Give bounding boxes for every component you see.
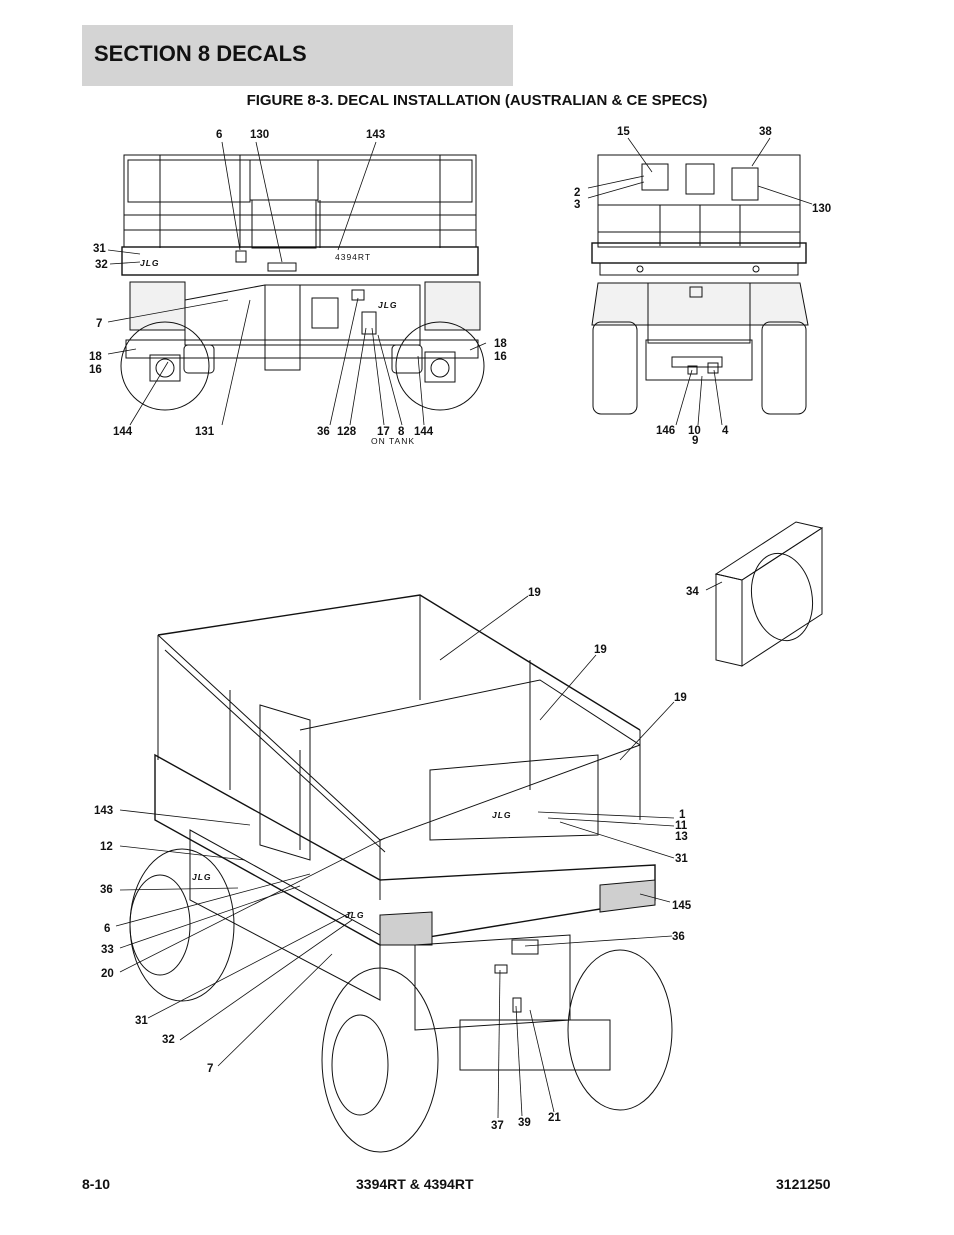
fan-shroud-drawing [714,521,824,667]
callout: 38 [759,126,772,138]
callout: 10 [688,425,701,437]
callout: 36 [100,884,113,896]
callout: 3 [574,199,580,211]
callout: 31 [93,243,106,255]
callout: 7 [207,1063,213,1075]
side-model-decal: 4394RT [335,252,371,262]
callout: 9 [692,435,698,447]
svg-text:JLG: JLG [140,258,160,268]
callout: 143 [366,129,385,141]
callout: 32 [95,259,108,271]
side-view-drawing: 4394RT JLG JLG [107,141,487,426]
callout: 31 [675,853,688,865]
svg-text:JLG: JLG [192,872,212,882]
callout: 31 [135,1015,148,1027]
callout: 6 [104,923,110,935]
rear-view-drawing [587,137,813,426]
callout: 128 [337,426,357,438]
svg-text:JLG: JLG [345,910,365,920]
callout: 19 [674,692,687,704]
isometric-view-drawing: JLG JLG JLG [115,581,723,1153]
svg-text:JLG: JLG [492,810,512,820]
callout: 13 [675,831,688,843]
callout: 4 [722,425,729,437]
callout: 18 [494,338,507,350]
section-title: SECTION 8 DECALS [94,41,307,66]
callout: 19 [528,587,541,599]
callout: 21 [548,1112,561,1124]
figure-title: FIGURE 8-3. DECAL INSTALLATION (AUSTRALI… [246,92,708,109]
svg-text:JLG: JLG [378,300,398,310]
callout: 33 [101,944,114,956]
callout: 144 [414,426,434,438]
callout: 6 [216,129,222,141]
callout: 146 [656,425,675,437]
callout: 36 [672,931,685,943]
callout: 145 [672,900,692,912]
callout: 131 [195,426,215,438]
callout: 130 [812,203,831,215]
callout: 17 [377,426,390,438]
rear-view-callouts: 15 38 2 3 130 146 10 9 4 [574,126,831,447]
callout: 32 [162,1034,175,1046]
callout: 2 [574,187,580,199]
callout: 18 [89,351,102,363]
callout: 36 [317,426,330,438]
callout: 12 [100,841,113,853]
on-tank-note: ON TANK [371,436,415,446]
callout: 20 [101,968,114,980]
callout: 1 [679,809,686,821]
callout: 7 [96,318,102,330]
side-view-callouts: 6 130 143 31 32 7 18 16 18 16 144 131 36… [89,129,507,446]
callout: 143 [94,805,113,817]
iso-view-callouts: 19 19 19 34 143 12 36 6 33 20 1 11 13 31… [94,586,699,1132]
callout: 19 [594,644,607,656]
footer-page-number: 8-10 [82,1176,111,1192]
footer-model: 3394RT & 4394RT [356,1176,474,1192]
callout: 15 [617,126,630,138]
callout: 34 [686,586,699,598]
callout: 11 [675,820,688,832]
footer-doc-number: 3121250 [776,1176,831,1192]
callout: 37 [491,1120,504,1132]
callout: 16 [89,364,102,376]
callout: 16 [494,351,507,363]
callout: 8 [398,426,405,438]
callout: 39 [518,1117,531,1129]
callout: 144 [113,426,133,438]
callout: 130 [250,129,269,141]
section-header-band: SECTION 8 DECALS [82,25,513,86]
